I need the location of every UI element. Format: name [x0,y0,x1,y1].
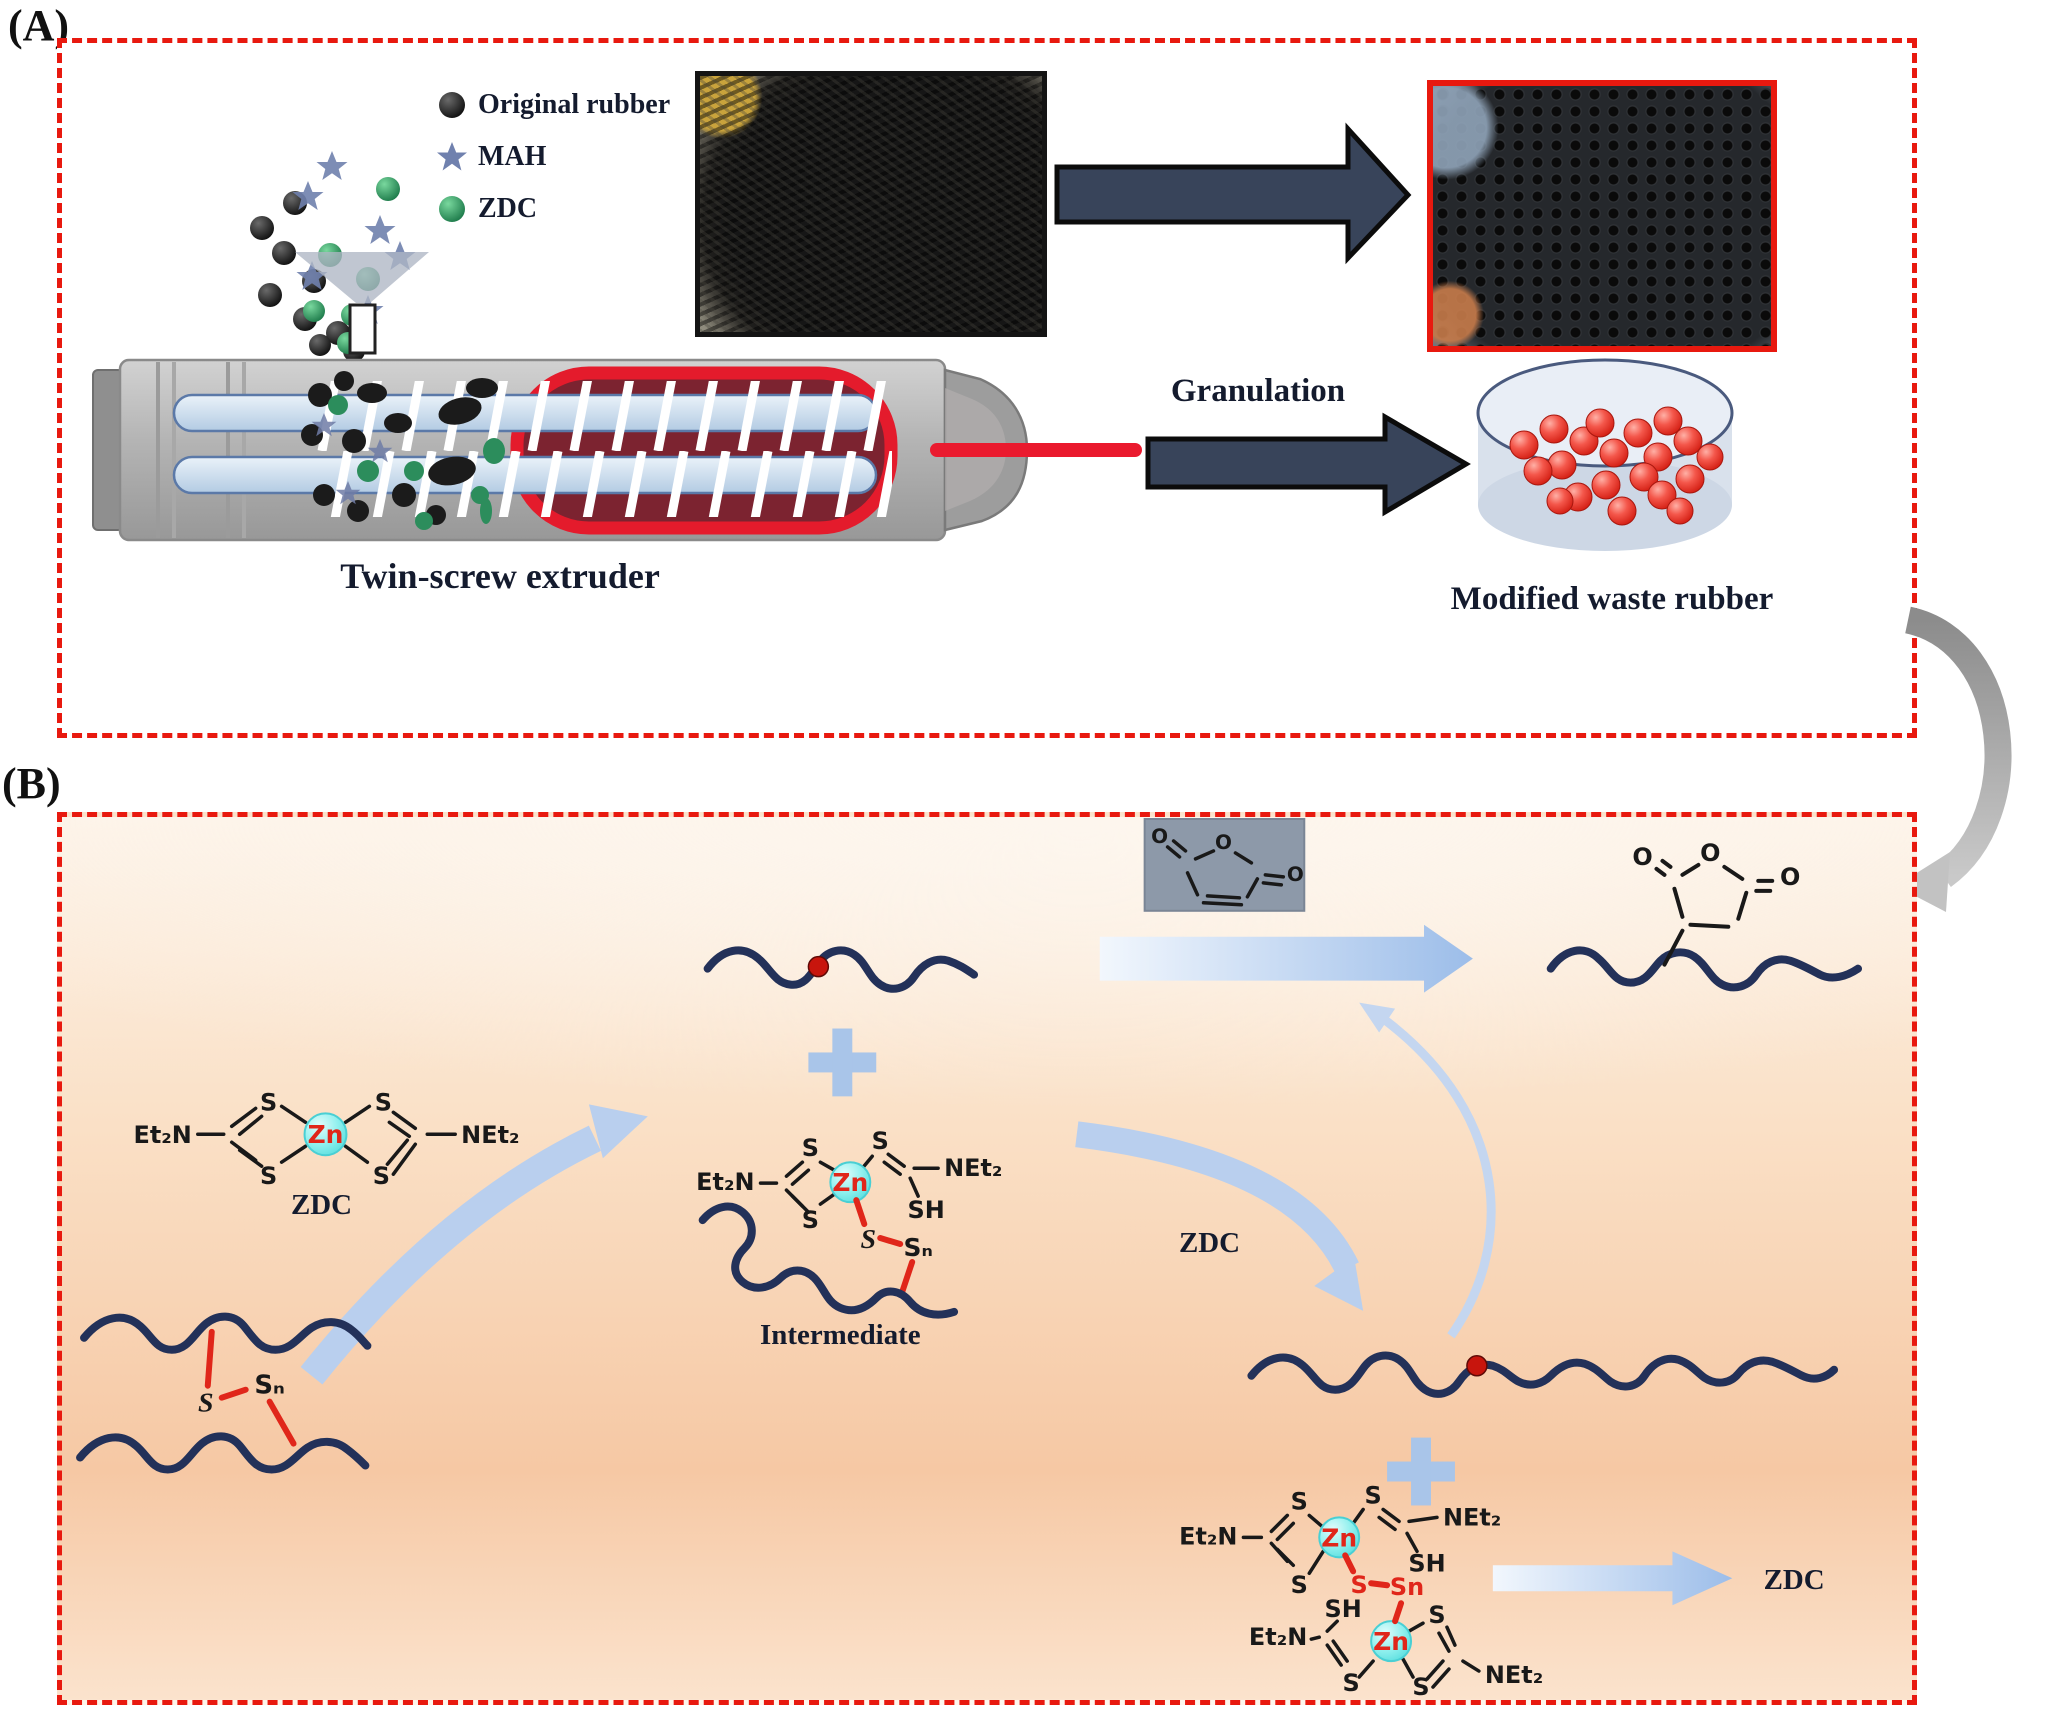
atom-s: S [1291,1487,1308,1515]
arrow-zdc-release [1492,1551,1733,1606]
zdc-caption: ZDC [291,1189,352,1221]
atom-s: S [1428,1601,1445,1629]
group-et2n: Et₂N [1249,1623,1307,1651]
photo-shredded-waste-rubber [695,71,1047,337]
atom-zn: Zn [308,1120,344,1149]
radical-site-dot [1466,1355,1488,1377]
black-sphere-icon [439,92,465,118]
group-sh: SH [907,1196,944,1224]
atom-o: O [1151,824,1168,848]
zdc-structure: Zn Et₂N S S S S NEt₂ ZDC [133,1088,519,1221]
atom-zn: Zn [1321,1523,1357,1552]
legend: Original rubber MAH ZDC [432,79,670,235]
legend-item-original-rubber: Original rubber [432,79,670,131]
plus-sign-2 [1387,1437,1455,1506]
atom-s: S [260,1162,277,1190]
group-net2: NEt₂ [461,1121,519,1149]
group-net2: NEt₂ [944,1154,1002,1182]
atom-o: O [1632,843,1652,871]
atom-s: S [861,1224,877,1255]
atom-o: O [1700,839,1720,867]
legend-label: Original rubber [478,89,671,120]
intermediate-caption: Intermediate [760,1319,921,1351]
atom-s: S [1291,1571,1308,1599]
extrudate-line [930,443,1142,457]
group-et2n: Et₂N [1179,1522,1237,1550]
intermediate-structure: Zn Et₂N S S S NEt₂ SH S Sₙ Intermediate [696,1127,1002,1351]
reaction-arrow-main [1099,924,1473,993]
crosslinked-rubber-chains: S Sₙ [76,1312,372,1474]
atom-sn: Sₙ [903,1233,932,1262]
atom-s: S [1365,1481,1382,1509]
rubber-chain-radical-1 [703,946,979,993]
block-arrow-photos [1054,122,1412,265]
group-et2n: Et₂N [696,1168,754,1196]
atom-s: S [1343,1669,1360,1697]
atom-s: S [260,1088,277,1116]
panel-a-process-scheme: Original rubber MAH ZDC [57,38,1917,738]
atom-zn: Zn [1373,1627,1409,1656]
atom-zn: Zn [832,1168,868,1197]
panel-b-label: (B) [2,759,61,808]
group-sh: SH [1325,1595,1362,1623]
radical-site-dot [807,955,830,978]
rubber-chain-radical-2 [1247,1351,1839,1398]
atom-s: S [802,1206,819,1234]
atom-sn: Sₙ [254,1371,284,1401]
block-arrow-granulation [1145,412,1471,517]
group-net2: NEt₂ [1443,1503,1501,1531]
group-sh: SH [1408,1549,1445,1577]
atom-s: S [375,1088,392,1116]
atom-o: O [1780,863,1800,891]
atom-s: S [872,1127,889,1155]
atom-s: S [802,1134,819,1162]
twin-screw-extruder [92,358,1142,542]
atom-o: O [1287,862,1304,886]
legend-item-zdc: ZDC [432,183,670,235]
atom-o: O [1215,830,1232,854]
red-pellets [1509,406,1724,526]
green-sphere-icon [439,196,465,222]
zdc-released-label: ZDC [1764,1564,1825,1596]
feed-funnel [295,252,429,355]
grafted-rubber-product: O O O [1546,839,1863,992]
bis-zinc-sn-complex: Zn Zn Et₂N S S S NEt₂ SH S Sn SH Et₂N S … [1179,1481,1543,1700]
star-icon [437,142,467,171]
legend-label: ZDC [478,193,538,224]
panel-b-drawing: O O O [76,817,1863,1700]
legend-item-mah: MAH [432,131,670,183]
feed-port [348,303,377,355]
curved-arrow-return [1359,1002,1496,1339]
atom-s: S [1412,1673,1429,1700]
group-et2n: Et₂N [133,1121,191,1149]
particles-in-barrel [301,371,505,530]
zdc-reagent-label: ZDC [1179,1227,1240,1259]
curved-arrow-zdc-to-intermediate [300,1104,648,1385]
curved-arrow-intermediate-to-chain [1075,1121,1364,1311]
product-caption: Modified waste rubber [1450,581,1774,617]
atom-s: S [373,1162,390,1190]
atom-s: S [198,1388,214,1419]
panel-b-mechanism-scheme: O O O [57,812,1917,1705]
atom-sn-bridge: Sn [1390,1573,1424,1601]
atom-s-bridge: S [1351,1571,1368,1599]
group-net2: NEt₂ [1485,1661,1543,1689]
panel-connector-arrow [1896,606,2012,912]
extruder-caption: Twin-screw extruder [340,556,660,596]
legend-label: MAH [478,141,547,172]
mah-molecule-box: O O O [1143,817,1306,912]
petri-dish [1476,358,1734,551]
granulation-label: Granulation [1170,373,1346,409]
panel-a-drawing [92,122,1734,551]
plus-sign-1 [808,1028,877,1097]
photo-rubber-pellets [1427,80,1777,352]
